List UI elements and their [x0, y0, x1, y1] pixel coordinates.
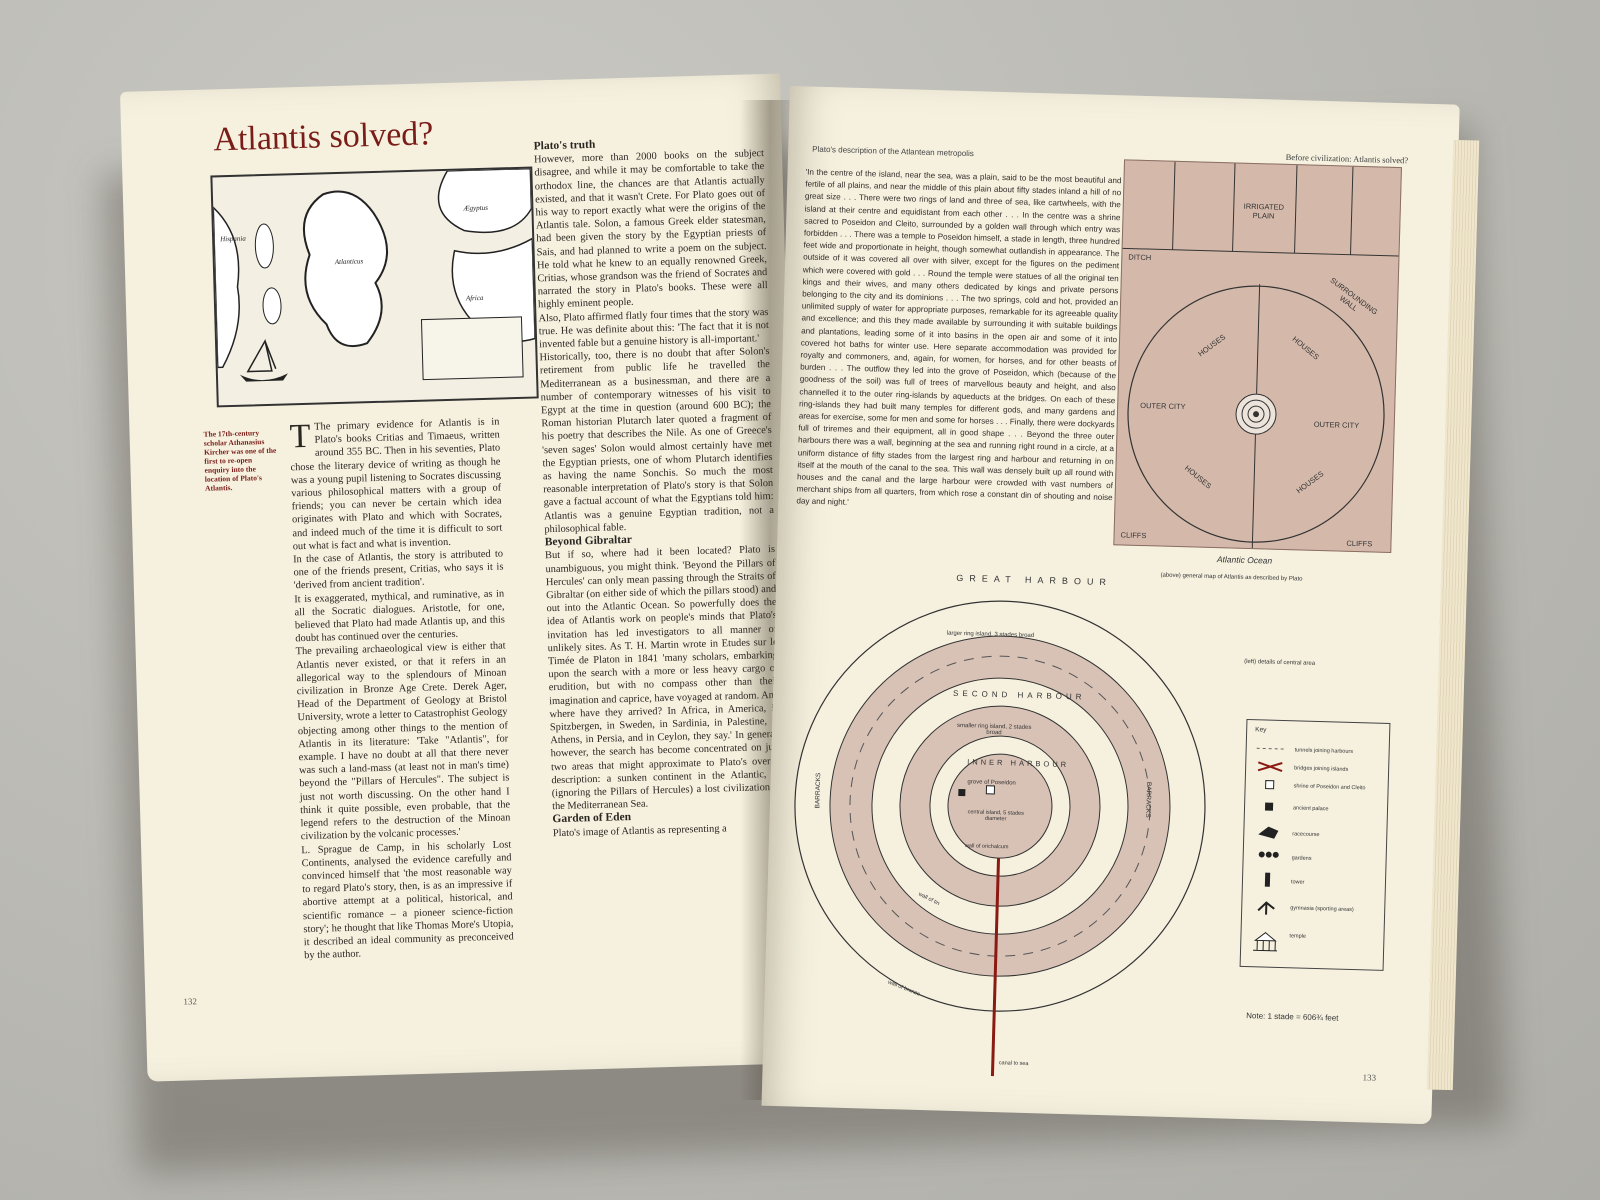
- map-illustration: Hispania Atlanticus Africa Ægyptus: [212, 167, 536, 382]
- plan-diagram: [1122, 161, 1399, 549]
- svg-text:Hispania: Hispania: [219, 235, 246, 244]
- label-wall-orichalcum: wall of orichalcum: [964, 843, 1009, 851]
- label-canal: canal to sea: [998, 1060, 1029, 1068]
- left-page: Atlantis solved? Hispania Atlanticus Afr…: [120, 73, 808, 1082]
- plato-quote: 'In the centre of the island, near the s…: [796, 167, 1122, 508]
- key-symbols: [1253, 747, 1285, 952]
- quote-heading: Plato's description of the Atlantean met…: [812, 144, 974, 159]
- paragraph: The prevailing archaeological view is ei…: [295, 640, 511, 843]
- label-outer-city: OUTER CITY: [1140, 400, 1186, 412]
- atlantis-plan-map: IRRIGATED PLAIN DITCH SURROUNDING WALL H…: [1113, 159, 1402, 553]
- running-head: Before civilization: Atlantis solved?: [1285, 151, 1409, 166]
- svg-text:Atlanticus: Atlanticus: [334, 257, 364, 266]
- page-number-right: 133: [1362, 1072, 1377, 1083]
- page-number-left: 132: [183, 996, 198, 1007]
- key-item-tower: tower: [1290, 879, 1305, 886]
- label-smaller-ring: smaller ring island, 2 stades broad: [956, 722, 1032, 737]
- key-item-temple: temple: [1289, 933, 1307, 940]
- detail-caption: (left) details of central area: [1244, 658, 1316, 667]
- right-page: Before civilization: Atlantis solved? Pl…: [761, 86, 1460, 1125]
- drop-cap: T: [289, 417, 311, 456]
- svg-text:Africa: Africa: [465, 294, 484, 303]
- diagram-key: Key tunnels joining harbours bridges joi…: [1239, 718, 1391, 971]
- key-item-tunnels: tunnels joining harbours: [1294, 747, 1354, 755]
- key-item-gymnasia: gymnasia (sporting areas): [1290, 905, 1354, 914]
- key-item-gardens: gardens: [1291, 855, 1312, 862]
- paragraph: In the case of Atlantis, the story is at…: [292, 548, 504, 592]
- label-barracks: BARRACKS: [814, 772, 823, 809]
- label-ditch: DITCH: [1128, 252, 1152, 263]
- label-cliffs: CLIFFS: [1120, 530, 1147, 541]
- harbour-diagram: [794, 600, 1206, 1077]
- stade-note: Note: 1 stade = 606¾ feet: [1246, 1011, 1339, 1023]
- key-item-palace: ancient palace: [1292, 805, 1329, 813]
- paragraph-text: The primary evidence for Atlantis is in …: [290, 416, 503, 553]
- key-item-shrine: shrine of Poseidon and Cleito: [1293, 783, 1366, 792]
- paragraph: Also, Plato affirmed flatly four times t…: [538, 306, 769, 351]
- map-caption: The 17th-century scholar Athanasius Kirc…: [203, 428, 277, 493]
- label-barracks: BARRACKS: [1144, 781, 1153, 818]
- label-outer-city: OUTER CITY: [1313, 419, 1360, 431]
- key-title: Key: [1255, 726, 1267, 734]
- key-item-bridges: bridges joining islands: [1294, 765, 1349, 773]
- kircher-map: Hispania Atlanticus Africa Ægyptus: [210, 166, 539, 408]
- paragraph: However, more than 2000 books on the sub…: [533, 148, 768, 311]
- label-irrigated-plain: IRRIGATED PLAIN: [1243, 201, 1285, 221]
- paragraph: It is exaggerated, mythical, and ruminat…: [294, 588, 506, 645]
- paragraph: L. Sprague de Camp, in his scholarly Los…: [301, 838, 514, 962]
- page-title: Atlantis solved?: [212, 115, 434, 159]
- key-item-racecourse: racecourse: [1292, 831, 1320, 839]
- svg-text:Ægyptus: Ægyptus: [462, 204, 488, 213]
- label-cliffs: CLIFFS: [1346, 538, 1373, 549]
- label-central-island: central island, 5 stades diameter: [967, 809, 1024, 823]
